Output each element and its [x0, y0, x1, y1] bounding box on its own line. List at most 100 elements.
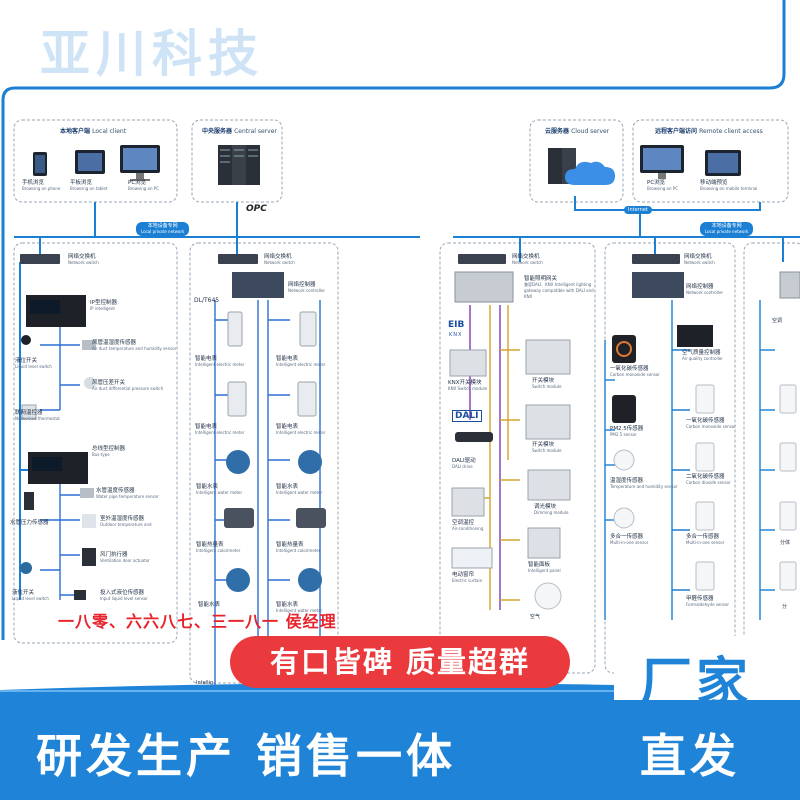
electric-meters [227, 311, 317, 417]
col4-cut2: 分体 [780, 540, 791, 546]
round-sensor-col3 [534, 582, 562, 610]
tablet-device [75, 150, 105, 174]
lighting-modules [449, 339, 571, 559]
bottom-right-slogan: 直发 [640, 729, 740, 783]
controllers [26, 271, 713, 484]
col1-sensors [20, 335, 96, 600]
frame [1, 0, 786, 640]
knx-logo: KNX [449, 332, 463, 338]
cloud-server-device [548, 148, 615, 185]
contact-phone: 一八零、六六八七、三一八一 侯经理 [58, 612, 337, 631]
water-meters [226, 450, 322, 592]
remote-tablet-device [705, 150, 741, 176]
switches [20, 254, 680, 264]
server-device [218, 145, 260, 185]
factory-label: 厂家 [640, 653, 753, 713]
network-lines [14, 196, 800, 600]
factory-panel [614, 636, 800, 700]
brand-title: 亚川科技 [40, 25, 264, 83]
bottom-band [0, 683, 800, 800]
meter-bus [214, 300, 321, 690]
bottom-left-slogan: 研发生产 销售一体 [36, 729, 457, 783]
internet-label: Internet [624, 206, 652, 214]
water2-left-label: 智能水表 [198, 602, 221, 608]
col4-cut1: 空调 [772, 318, 783, 324]
curtain [451, 547, 493, 569]
gateway-label: 智能照明网关兼容DALI、KNX Intelligent lighting ga… [524, 276, 594, 299]
remote-pc-device [640, 145, 684, 179]
dlt645-label: DL/T645 [194, 297, 220, 304]
cloud-server-title: 云服务器 Cloud server [545, 128, 610, 135]
water-pressure-label: 水管压力传感器 [10, 520, 49, 526]
heat-meters [224, 508, 326, 528]
local-client-title: 本地客户端 Local client [60, 128, 127, 135]
remote-client-title: 远程客户端访问 Remote client access [655, 128, 763, 135]
dali-logo: DALI [452, 410, 482, 422]
col3-cut-text: 空气 [530, 614, 541, 620]
opc-logo: OPC [246, 204, 267, 214]
col2-cut-text: Intellig [196, 680, 214, 686]
phone-device [33, 152, 47, 176]
col4-cut3: 分 [782, 604, 788, 610]
slogan-banner: 有口皆碑 质量超群 [230, 636, 570, 688]
col1-bus [40, 320, 80, 600]
eib-logo: EIB [448, 320, 465, 330]
pc-device [120, 145, 160, 181]
central-server-title: 中央服务器 Central server [202, 128, 277, 135]
air-bus [604, 300, 775, 620]
dali-drive [455, 432, 493, 442]
air-sensors [612, 271, 800, 591]
